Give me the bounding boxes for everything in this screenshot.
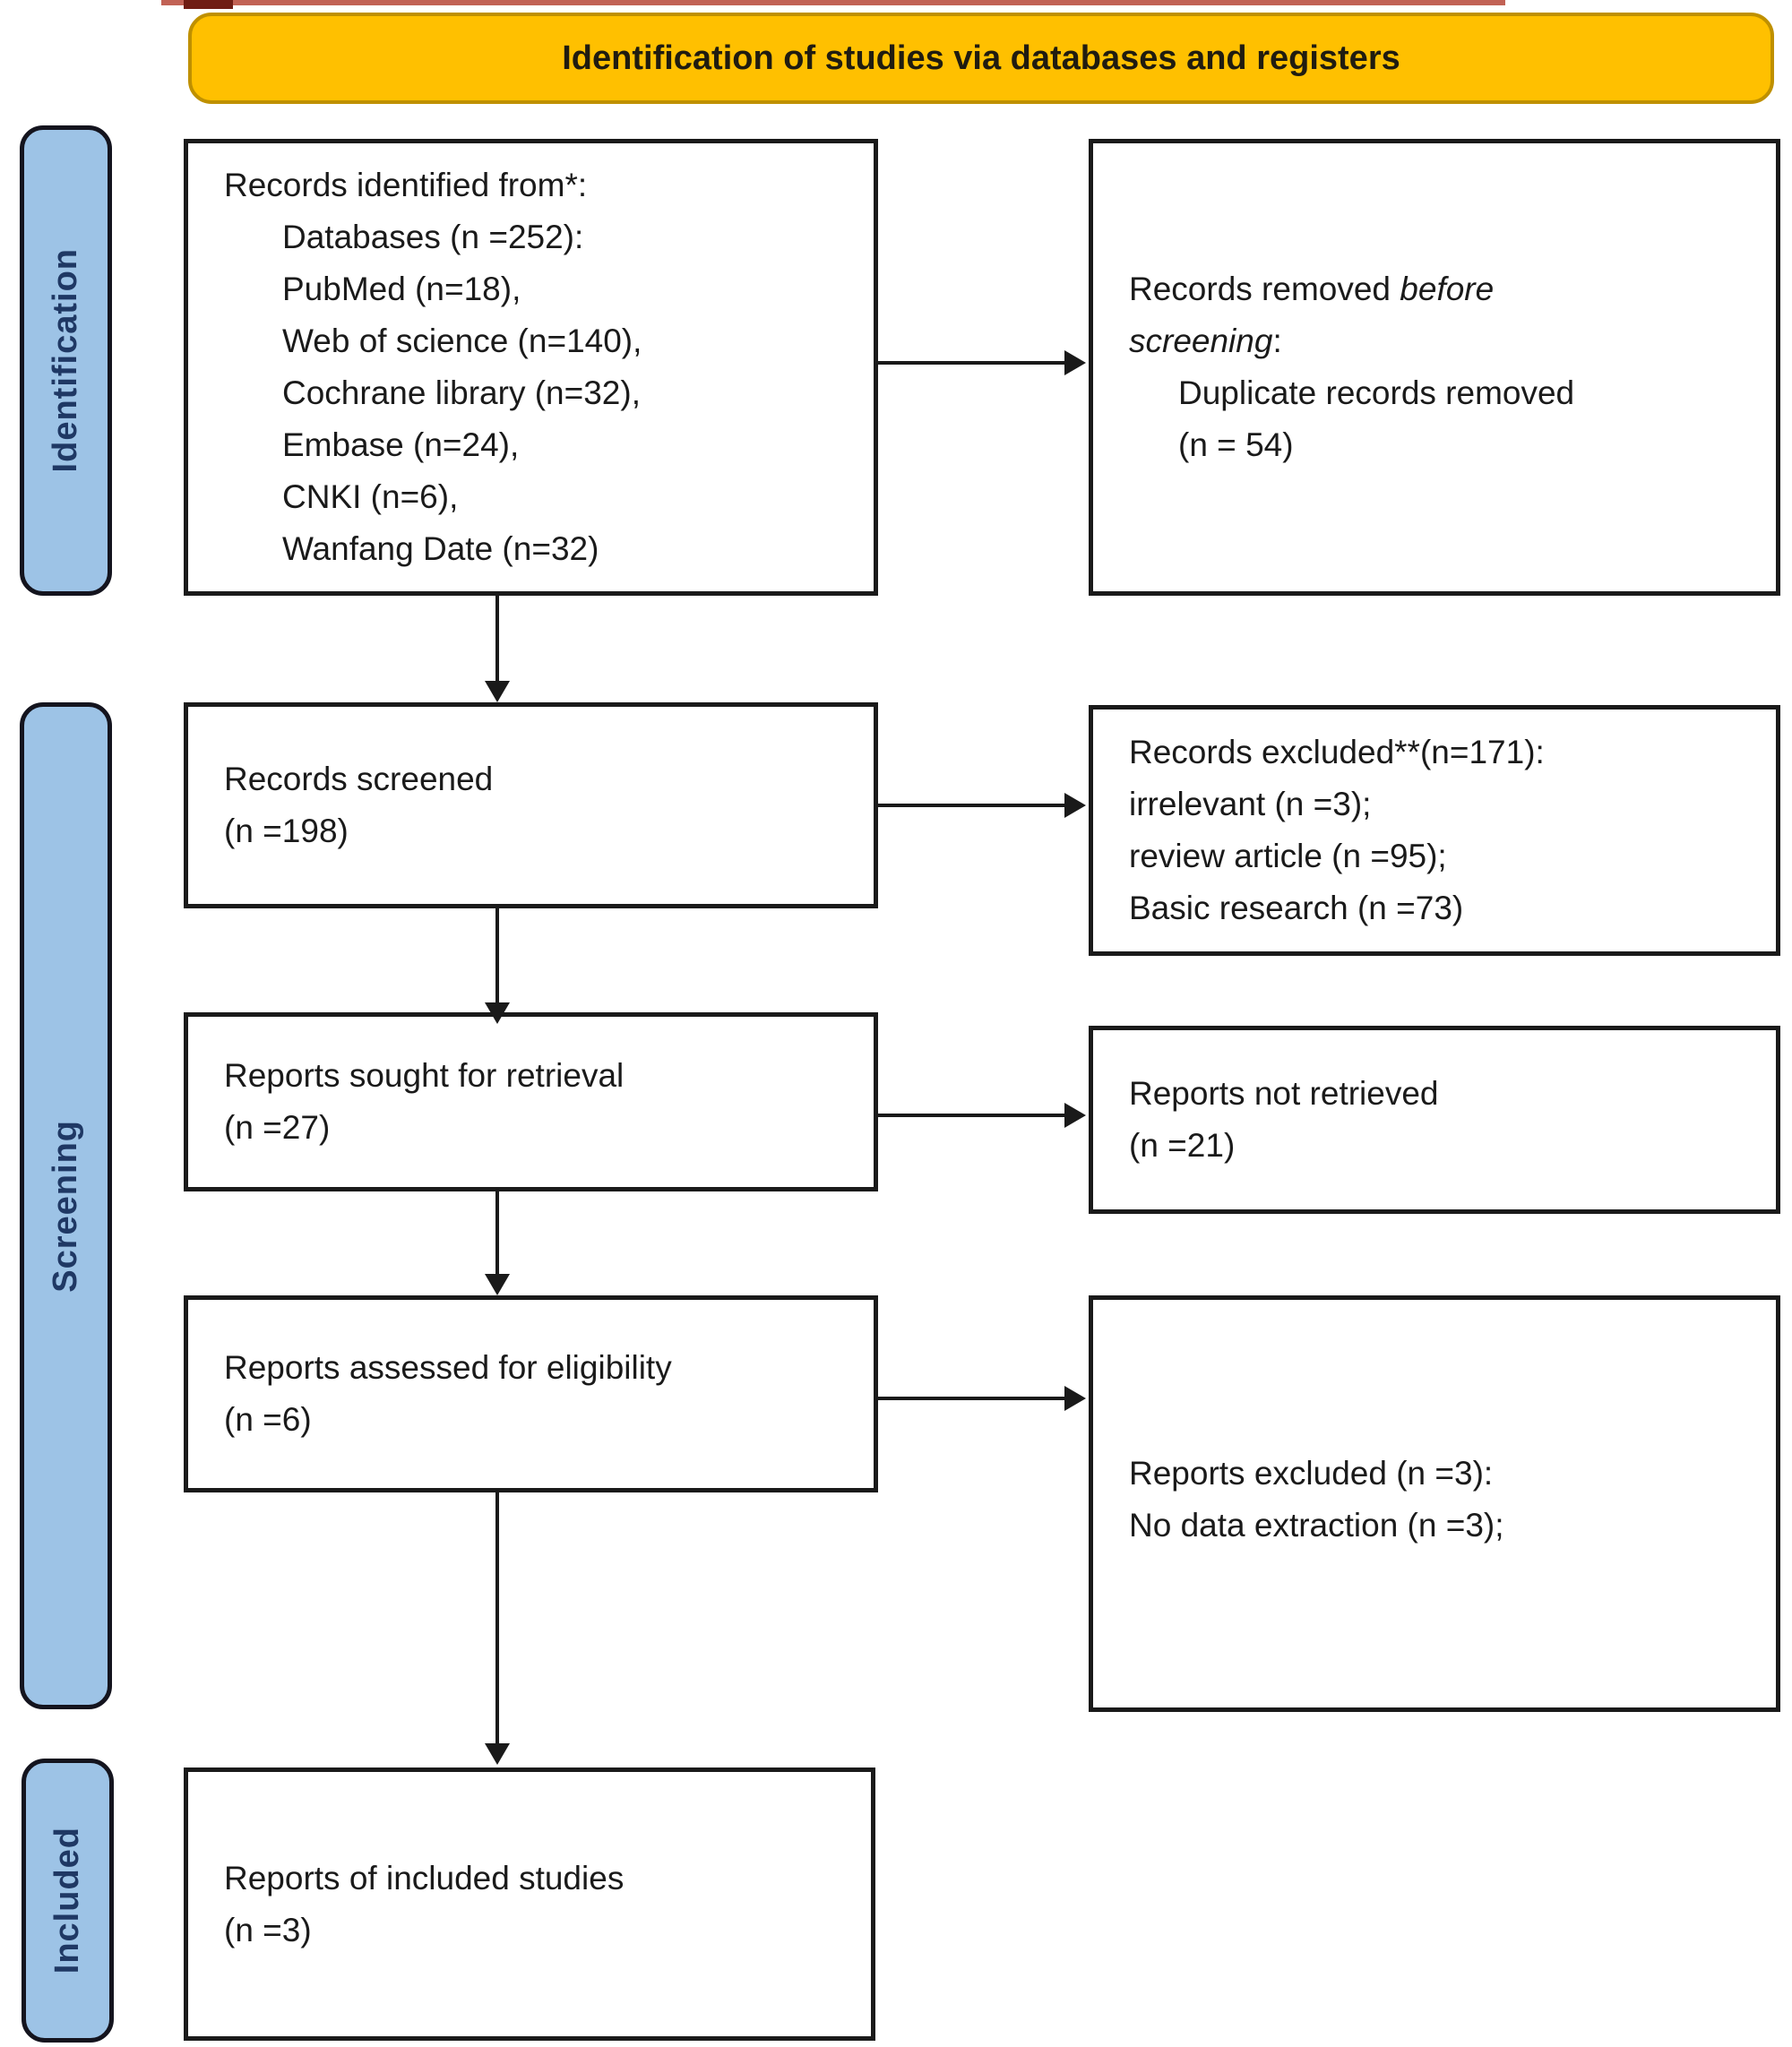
box-records-screened: Records screened (n =198) <box>184 702 878 908</box>
records-removed-prefix: Records removed <box>1129 271 1400 307</box>
box-reports-included: Reports of included studies (n =3) <box>184 1767 875 2041</box>
records-removed-item: (n = 54) <box>1178 426 1294 463</box>
banner-title: Identification of studies via databases … <box>188 13 1774 104</box>
reports-assessed-line1: Reports assessed for eligibility <box>224 1349 672 1386</box>
reports-included-line2: (n =3) <box>224 1911 312 1948</box>
records-identified-item: Cochrane library (n=32), <box>282 374 641 411</box>
box-records-identified: Records identified from*: Databases (n =… <box>184 139 878 596</box>
records-removed-line1: Records removed before <box>1129 263 1767 315</box>
records-identified-item: CNKI (n=6), <box>282 478 459 515</box>
records-excluded-line: review article (n =95); <box>1129 838 1447 874</box>
scan-artifact-blob <box>184 0 233 9</box>
records-removed-line2: screening: <box>1129 315 1767 367</box>
arrow-sought-to-not-retrieved <box>878 1114 1064 1117</box>
records-excluded-line: Records excluded**(n=171): <box>1129 734 1545 770</box>
banner-title-text: Identification of studies via databases … <box>562 39 1400 77</box>
scan-artifact-strip <box>161 0 1505 5</box>
reports-sought-line1: Reports sought for retrieval <box>224 1057 625 1094</box>
box-reports-sought: Reports sought for retrieval (n =27) <box>184 1012 878 1191</box>
reports-assessed-line2: (n =6) <box>224 1401 312 1438</box>
records-identified-item: PubMed (n=18), <box>282 271 521 307</box>
records-identified-title: Records identified from*: <box>224 167 588 203</box>
records-identified-item: Databases (n =252): <box>282 219 584 255</box>
stage-label-screening: Screening <box>20 702 112 1709</box>
stage-label-identification-text: Identification <box>47 248 84 473</box>
box-records-excluded: Records excluded**(n=171): irrelevant (n… <box>1089 705 1780 956</box>
stage-label-included-text: Included <box>48 1827 86 1974</box>
reports-not-retrieved-line1: Reports not retrieved <box>1129 1075 1439 1112</box>
records-excluded-line: Basic research (n =73) <box>1129 890 1464 926</box>
stage-label-screening-text: Screening <box>47 1119 84 1293</box>
records-removed-item: Duplicate records removed <box>1178 374 1575 411</box>
reports-not-retrieved-line2: (n =21) <box>1129 1127 1236 1164</box>
reports-included-line1: Reports of included studies <box>224 1859 625 1896</box>
stage-label-included: Included <box>22 1759 114 2043</box>
records-removed-italic-before: before <box>1400 271 1495 307</box>
stage-label-identification: Identification <box>20 125 112 596</box>
records-screened-line1: Records screened <box>224 761 494 797</box>
reports-sought-line2: (n =27) <box>224 1109 331 1146</box>
arrow-assessed-to-excluded <box>878 1397 1064 1400</box>
reports-excluded-line: No data extraction (n =3); <box>1129 1507 1504 1544</box>
box-reports-not-retrieved: Reports not retrieved (n =21) <box>1089 1026 1780 1214</box>
records-removed-italic-screening: screening <box>1129 323 1273 359</box>
records-excluded-line: irrelevant (n =3); <box>1129 786 1372 822</box>
reports-excluded-line: Reports excluded (n =3): <box>1129 1455 1494 1492</box>
arrow-identified-to-screened <box>495 596 499 682</box>
box-reports-excluded: Reports excluded (n =3): No data extract… <box>1089 1295 1780 1712</box>
records-identified-item: Web of science (n=140), <box>282 323 642 359</box>
arrow-assessed-to-included <box>495 1492 499 1744</box>
records-removed-colon: : <box>1272 323 1282 359</box>
arrow-screened-to-sought <box>495 908 499 1003</box>
arrow-sought-to-assessed <box>495 1191 499 1275</box>
records-identified-item: Wanfang Date (n=32) <box>282 530 599 567</box>
arrow-identified-to-removed <box>878 361 1064 365</box>
box-reports-assessed: Reports assessed for eligibility (n =6) <box>184 1295 878 1492</box>
box-records-removed: Records removed before screening: Duplic… <box>1089 139 1780 596</box>
arrow-screened-to-excluded <box>878 804 1064 807</box>
records-screened-line2: (n =198) <box>224 813 349 849</box>
records-identified-item: Embase (n=24), <box>282 426 520 463</box>
